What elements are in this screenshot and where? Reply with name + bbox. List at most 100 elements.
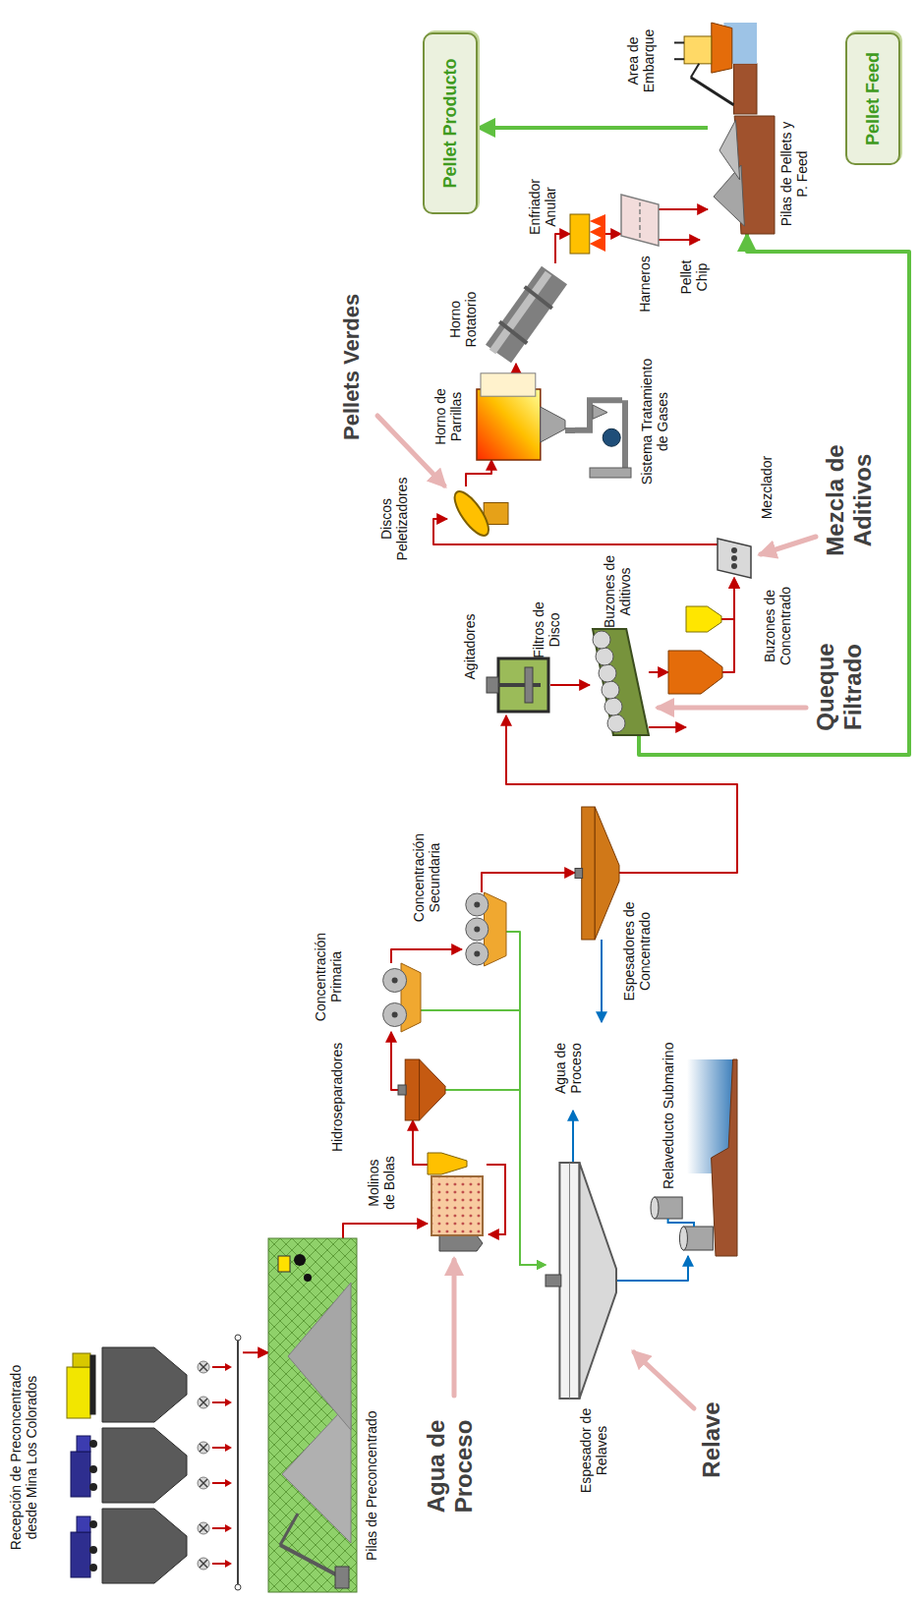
drawing-line: [199, 1559, 208, 1568]
drawing-rect: [278, 1256, 290, 1272]
equipment-unit: Espesador de Relaves: [545, 1162, 617, 1399]
drawing-circle: [595, 647, 614, 666]
drawing-circle: [234, 1334, 241, 1341]
drawing-circle: [89, 1546, 98, 1554]
drawing-polygon: [225, 1479, 232, 1488]
equipment-label: Harneros: [636, 249, 653, 319]
drawing-line: [199, 1524, 208, 1533]
drawing-circle: [473, 902, 480, 909]
drawing-circle: [234, 1584, 241, 1591]
drawing-circle: [465, 942, 489, 966]
drawing-rect: [684, 36, 712, 64]
equipment-icon: [486, 654, 551, 716]
drawing-line: [199, 1559, 208, 1568]
flow-line: [555, 233, 571, 264]
drawing-line: [212, 1401, 226, 1404]
drawing-polygon: [439, 1235, 483, 1252]
equipment-label: Mezclador: [758, 448, 775, 527]
drawing-line: [690, 77, 735, 106]
drawing-polygon: [427, 1152, 467, 1175]
drawing-line: [569, 1162, 571, 1399]
drawing-circle: [197, 1477, 210, 1490]
drawing-rect: [70, 1532, 91, 1578]
callout-label: Queque Filtrado: [811, 627, 866, 748]
drawing-polygon: [592, 404, 608, 419]
drawing-rect: [559, 1162, 579, 1399]
recycle-line: [486, 1164, 506, 1235]
callout-label: Mezcla de Aditivos: [821, 430, 876, 571]
equipment-unit: Pilas de Preconcentrado: [268, 1238, 357, 1593]
equipment-label: Pellet Feed: [862, 52, 884, 146]
flow-line: [506, 715, 738, 873]
drawing-rect: [575, 868, 583, 879]
drawing-polygon: [668, 650, 723, 694]
drawing-line: [492, 273, 549, 352]
drawing-rect: [66, 1367, 91, 1419]
equipment-label: Espesador de Relaves: [577, 1407, 610, 1495]
equipment-unit: Espesadores de Concentrado: [575, 806, 620, 940]
equipment-label: Enfriador Anular: [526, 170, 559, 244]
drawing-polygon: [621, 194, 659, 246]
drawing-circle: [89, 1465, 98, 1474]
drawing-polygon: [225, 1363, 232, 1372]
drawing-polygon: [711, 1059, 738, 1257]
drawing-circle: [89, 1439, 98, 1448]
drawing-circle: [197, 1522, 210, 1535]
drawing-line: [199, 1398, 208, 1407]
drawing-circle: [598, 664, 617, 683]
equipment-icon: [707, 115, 775, 234]
drawing-circle: [607, 714, 626, 733]
drawing-polygon: [225, 1559, 232, 1568]
equipment-label: Pilas de Preconcentrado: [363, 1305, 380, 1561]
drawing-polygon: [225, 1398, 232, 1407]
equipment-unit: Pilas de Pellets y P. Feed: [707, 115, 775, 234]
equipment-label: Area de Embarque: [625, 22, 657, 100]
callout-arrow: [452, 1260, 458, 1396]
drawing-circle: [592, 631, 611, 649]
flow-line: [391, 1032, 399, 1091]
drawing-circle: [601, 681, 620, 699]
equipment-icon: [486, 263, 571, 364]
drawing-ellipse: [449, 486, 496, 541]
drawing-circle: [383, 969, 407, 993]
flow-line: [616, 1256, 689, 1281]
drawing-line: [199, 1363, 208, 1372]
equipment-label: Relaveducto Submarino: [660, 1022, 677, 1190]
drawing-circle: [392, 1012, 399, 1019]
flow-line: [658, 208, 708, 211]
drawing-line: [674, 57, 685, 60]
product-box: Pellet Feed: [845, 32, 901, 166]
equipment-label: Discos Peletizadores: [378, 469, 410, 569]
equipment-label: Agitadores: [461, 607, 478, 687]
callout-arrow: [633, 1352, 694, 1409]
drawing-circle: [731, 563, 738, 570]
drawing-circle: [303, 1273, 312, 1282]
equipment-unit: Enfriador Anular: [570, 214, 606, 254]
drawing-line: [199, 1443, 208, 1452]
equipment-unit: Harneros: [621, 194, 659, 246]
equipment-icon: [427, 1152, 487, 1252]
drawing-rect: [480, 373, 536, 397]
equipment-unit: Concentración Primaria: [381, 963, 421, 1033]
drawing-polygon: [540, 406, 566, 443]
drawing-polygon: [594, 806, 620, 940]
drawing-g: [377, 415, 816, 1409]
water-line: [572, 1110, 575, 1163]
equipment-icon: [674, 22, 757, 115]
drawing-polygon: [225, 1524, 232, 1533]
callout-label: Relave: [697, 1395, 726, 1485]
drawing-polygon: [711, 22, 733, 73]
equipment-label: Hidroseparadores: [329, 1029, 345, 1152]
drawing-line: [622, 400, 629, 470]
flow-line: [550, 684, 590, 687]
drawing-circle: [197, 1441, 210, 1454]
stream-label: Agua de Proceso: [552, 1034, 584, 1103]
equipment-label: Horno de Parrillas: [432, 378, 464, 456]
equipment-label: Pilas de Pellets y P. Feed: [778, 120, 810, 228]
stream-label: Pellet Chip: [678, 251, 710, 303]
drawing-ellipse: [650, 1197, 659, 1219]
drawing-line: [499, 321, 527, 344]
drawing-circle: [473, 951, 480, 958]
drawing-line: [524, 287, 553, 309]
drawing-circle: [731, 547, 738, 554]
